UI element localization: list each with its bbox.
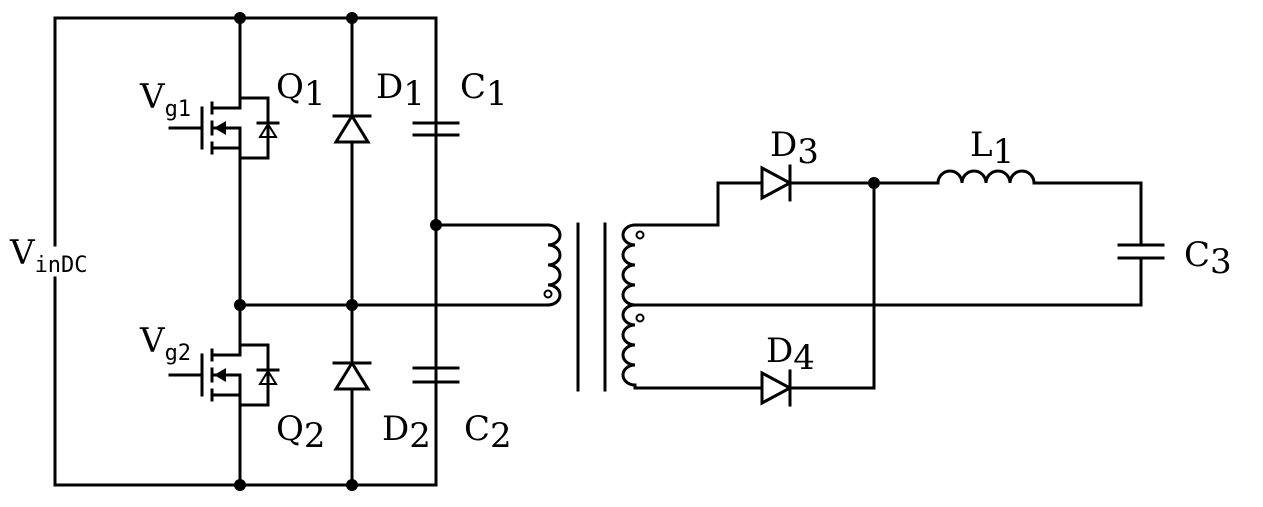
capacitor-c3 — [1117, 243, 1165, 260]
diode-d3 — [760, 164, 794, 202]
vg2-label: Vg2 — [139, 321, 191, 366]
vin-label: VinDC — [9, 233, 88, 278]
output-wire — [1032, 181, 1143, 247]
q2-label: Q2 — [276, 409, 326, 456]
junctions — [234, 12, 880, 491]
d4-label: D4 — [766, 331, 815, 378]
return-wire — [633, 256, 1143, 307]
diode-d2 — [332, 360, 372, 391]
dot-marker — [635, 313, 645, 323]
l1-label: L1 — [970, 125, 1014, 172]
diode-d1 — [332, 113, 372, 144]
junction-dot — [430, 219, 442, 231]
junction-dot — [346, 479, 358, 491]
mosfet-q1 — [168, 96, 280, 160]
c3-label: C3 — [1184, 235, 1232, 282]
d2-label: D2 — [382, 409, 431, 456]
d3-input-wire — [633, 181, 764, 227]
inductor-l1 — [936, 169, 1036, 185]
q1-label: Q1 — [276, 67, 326, 114]
d3-label: D3 — [770, 125, 819, 172]
junction-dot — [346, 12, 358, 24]
dot-marker — [543, 289, 553, 299]
diode-d4 — [760, 369, 794, 407]
d1-label: D1 — [376, 67, 425, 114]
primary-wires — [53, 16, 550, 487]
capacitor-c2 — [412, 366, 460, 384]
secondary-winding-upper — [621, 223, 637, 307]
vg1-label: Vg1 — [139, 77, 191, 122]
junction-dot — [234, 479, 246, 491]
secondary-winding-lower — [621, 303, 637, 387]
c2-label: C2 — [464, 409, 512, 456]
d4-output-wire — [788, 181, 876, 390]
dot-marker — [635, 230, 645, 240]
c1-label: C1 — [460, 67, 508, 114]
primary-winding — [546, 223, 562, 307]
secondary-wires — [633, 181, 1143, 390]
transformer — [543, 222, 645, 392]
junction-dot — [234, 12, 246, 24]
junction-dot — [234, 299, 246, 311]
capacitor-c1 — [412, 121, 460, 137]
mosfet-q2 — [168, 343, 280, 407]
junction-dot — [346, 299, 358, 311]
